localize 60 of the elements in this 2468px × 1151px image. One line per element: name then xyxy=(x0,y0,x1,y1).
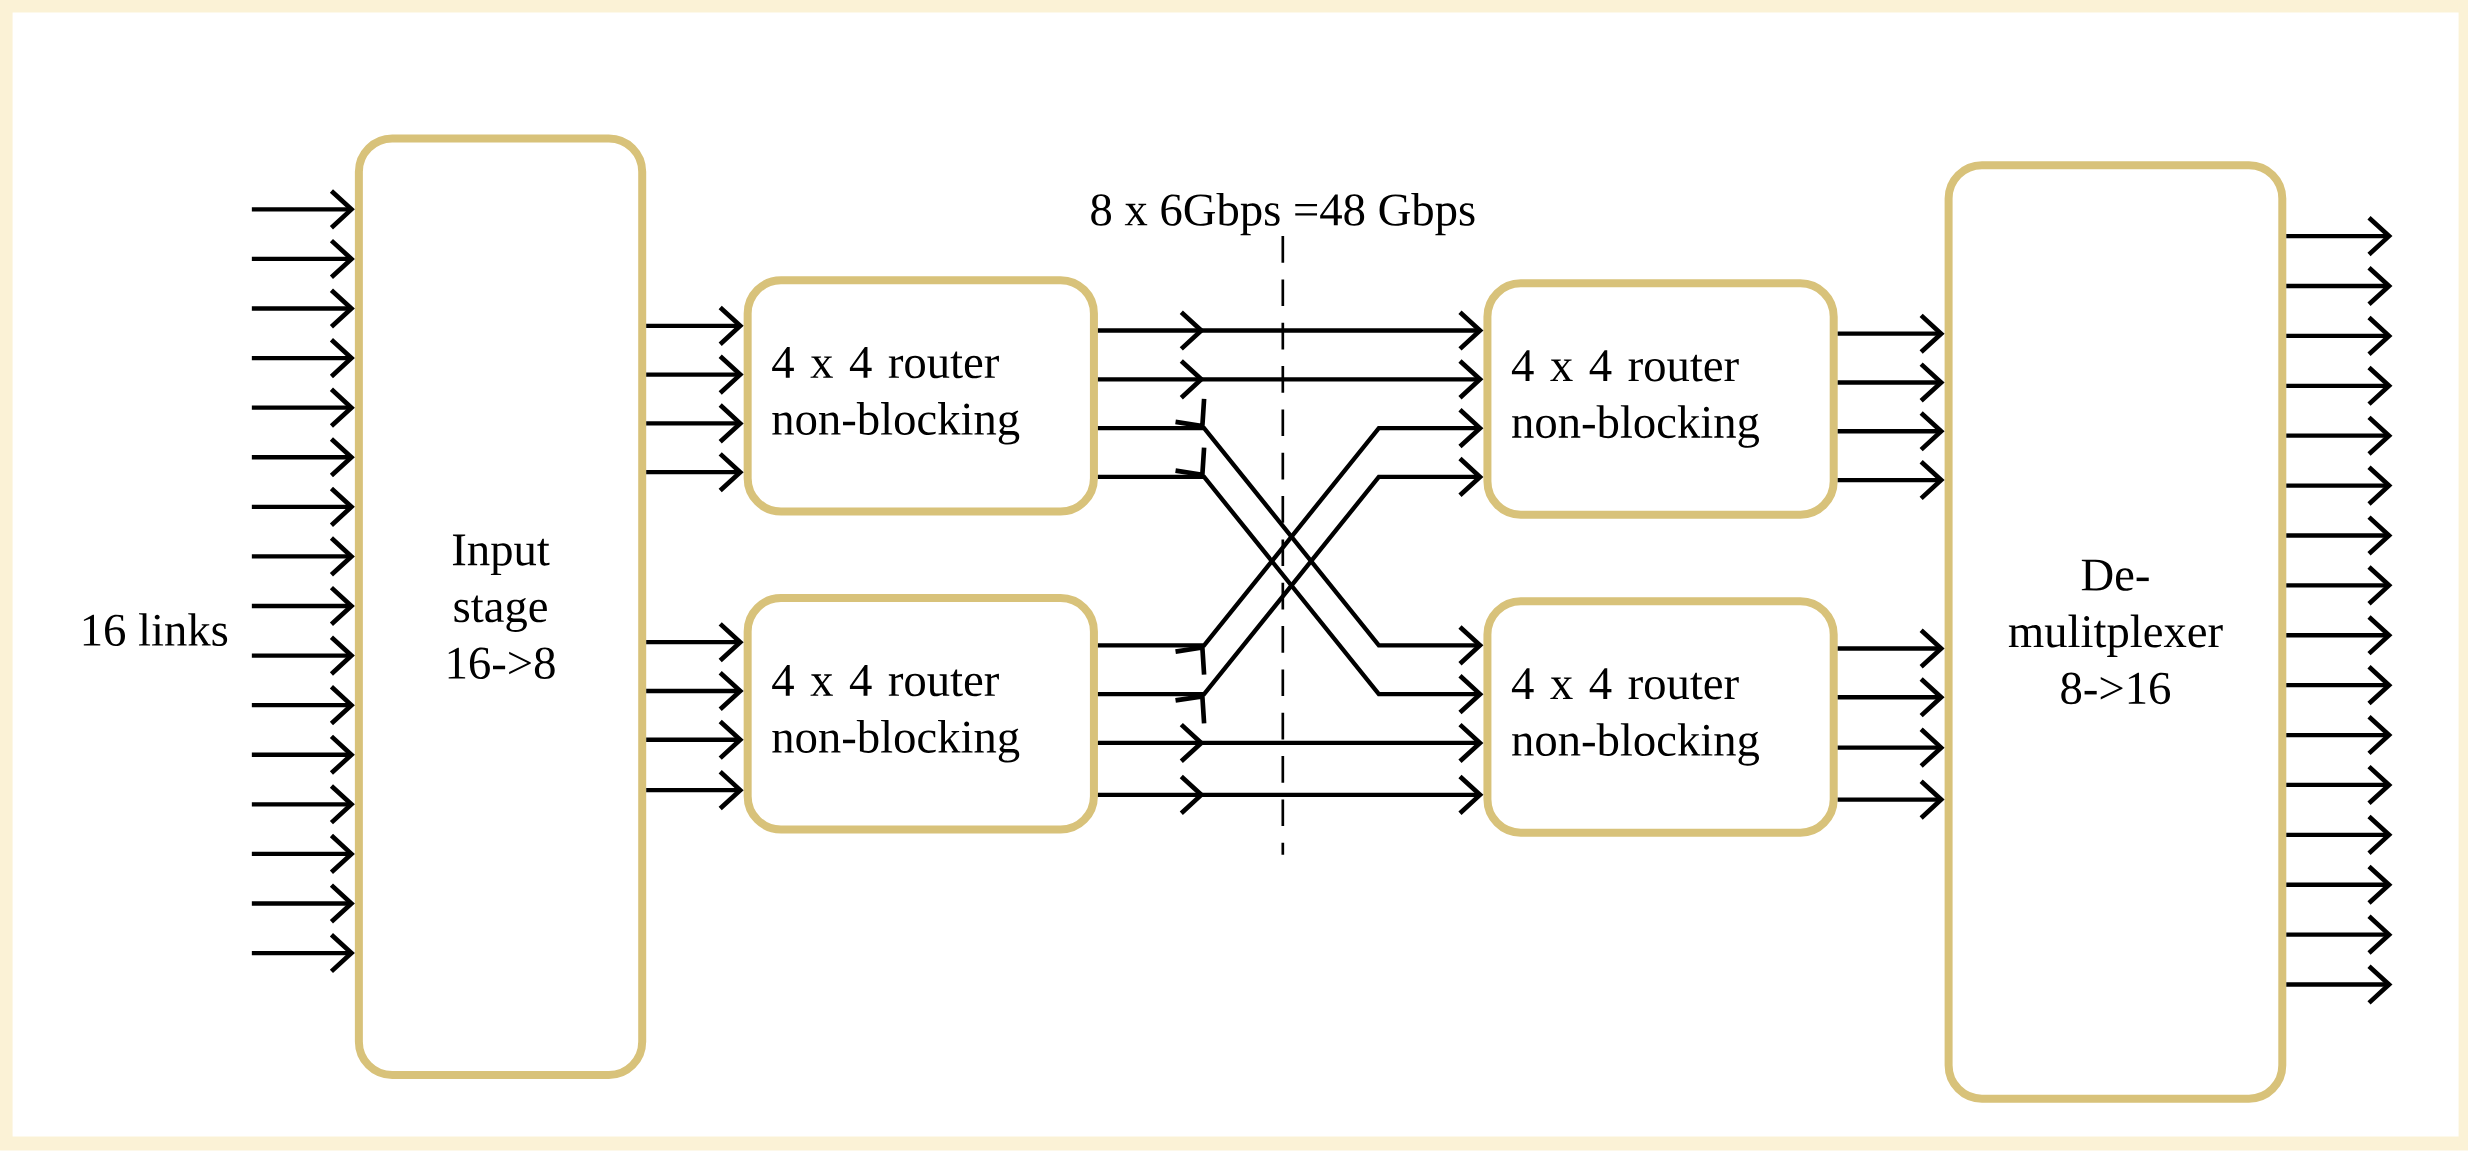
arrow xyxy=(251,685,355,726)
arrow xyxy=(1837,677,1945,718)
arrow xyxy=(1837,779,1945,820)
arrow xyxy=(2286,266,2393,307)
arrow xyxy=(2286,815,2393,856)
router-box: 4 x 4 router non-blocking xyxy=(743,276,1098,516)
arrow xyxy=(251,239,355,280)
router-box: 4 x 4 router non-blocking xyxy=(1483,279,1838,519)
arrow xyxy=(251,933,355,974)
arrow xyxy=(1837,362,1945,403)
arrow xyxy=(646,671,744,712)
arrow xyxy=(2286,864,2393,905)
arrow xyxy=(2286,665,2393,706)
arrow xyxy=(646,770,744,811)
arrow xyxy=(646,403,744,444)
router-box: 4 x 4 router non-blocking xyxy=(743,594,1098,834)
arrow xyxy=(251,338,355,379)
arrow xyxy=(251,734,355,775)
arrow xyxy=(1837,411,1945,452)
arrow xyxy=(251,883,355,924)
arrow xyxy=(1837,628,1945,669)
arrow xyxy=(251,437,355,478)
bandwidth-label: 8 x 6Gbps =48 Gbps xyxy=(1091,193,1475,236)
arrow xyxy=(251,834,355,875)
arrow xyxy=(251,189,355,230)
arrow xyxy=(251,536,355,577)
arrow xyxy=(646,622,744,663)
arrow xyxy=(646,719,744,761)
arrow xyxy=(251,586,355,627)
arrow xyxy=(2286,615,2393,656)
arrow xyxy=(2286,365,2393,407)
arrow xyxy=(646,452,744,493)
arrow xyxy=(251,288,355,329)
router-box: 4 x 4 router non-blocking xyxy=(1483,597,1838,837)
arrow xyxy=(2286,715,2393,756)
arrow xyxy=(1837,313,1945,354)
arrow xyxy=(251,387,355,428)
arrow xyxy=(251,784,355,825)
arrow xyxy=(2286,914,2393,955)
arrow xyxy=(2286,415,2393,456)
arrow xyxy=(2286,465,2393,506)
arrow xyxy=(2286,316,2393,357)
links-label: 16 links xyxy=(83,613,228,647)
arrow xyxy=(2286,565,2393,606)
arrow xyxy=(1837,460,1945,501)
arrow xyxy=(1097,310,1484,351)
arrow xyxy=(1097,723,1484,764)
arrow xyxy=(1097,775,1484,816)
arrow xyxy=(2286,216,2393,257)
arrow xyxy=(1097,359,1484,400)
arrow xyxy=(2286,515,2393,556)
arrow xyxy=(251,487,355,528)
demultiplexer-box: De- mulitplexer 8->16 xyxy=(1944,161,2287,1103)
arrow xyxy=(646,305,744,347)
arrow xyxy=(1837,727,1945,768)
stage-box: Input stage 16->8 xyxy=(354,134,647,1080)
arrow xyxy=(2286,765,2393,806)
arrow xyxy=(646,354,744,395)
arrow xyxy=(251,635,355,676)
arrow xyxy=(2286,964,2393,1005)
